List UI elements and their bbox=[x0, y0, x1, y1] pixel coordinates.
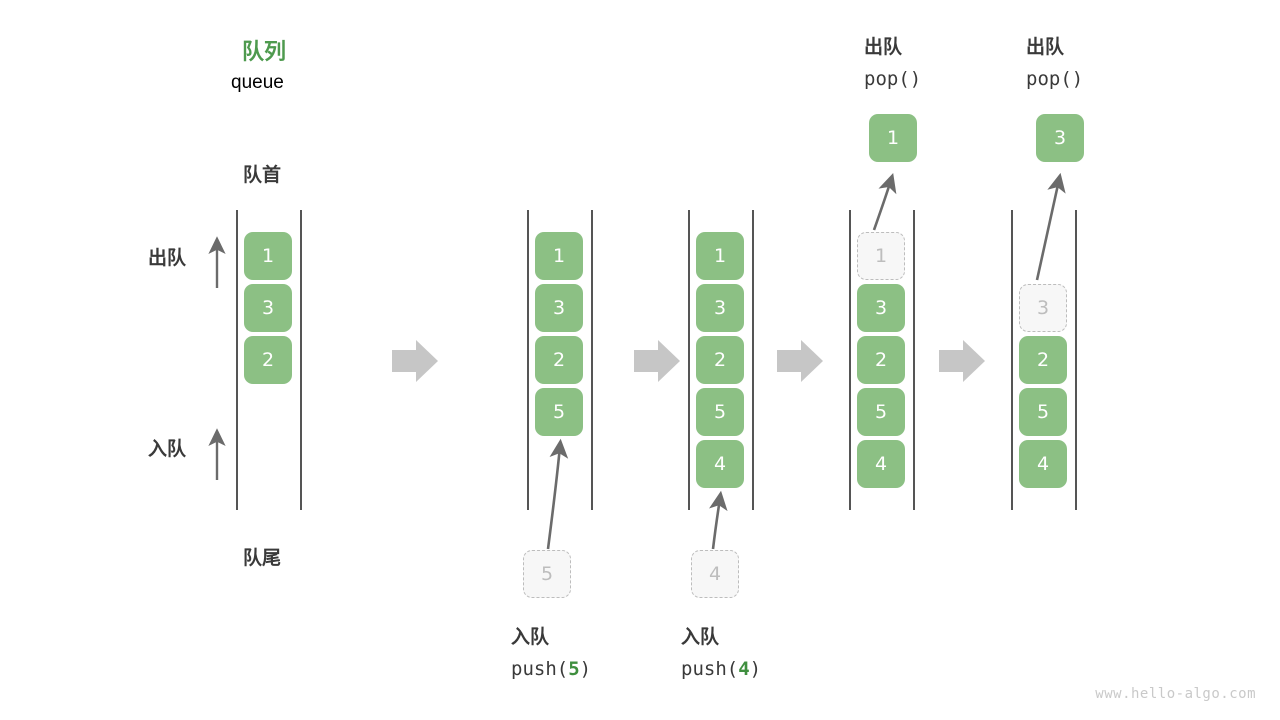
pop-header-cn-1: 出队 bbox=[864, 37, 903, 58]
transition-arrow-3 bbox=[777, 340, 823, 382]
cell-col2-0: 1 bbox=[535, 232, 583, 280]
push-caption-cn-2: 入队 bbox=[681, 627, 720, 648]
cell-col4-2: 2 bbox=[857, 336, 905, 384]
rail-left-col5 bbox=[1011, 210, 1013, 510]
push-code-suffix-1: ) bbox=[579, 658, 592, 680]
push-arg-2: 4 bbox=[738, 658, 750, 680]
cell-col3-1: 3 bbox=[696, 284, 744, 332]
rail-left-col2 bbox=[527, 210, 529, 510]
push-caption-code-1: push(5) bbox=[511, 658, 591, 680]
cell-col5-1: 3 bbox=[1019, 284, 1067, 332]
cell-col4-1: 3 bbox=[857, 284, 905, 332]
cell-col3-4: 4 bbox=[696, 440, 744, 488]
cell-col1-2: 2 bbox=[244, 336, 292, 384]
push-caption-code-2: push(4) bbox=[681, 658, 761, 680]
cell-col4-0: 1 bbox=[857, 232, 905, 280]
rail-left-col3 bbox=[688, 210, 690, 510]
enqueue-label: 入队 bbox=[148, 439, 187, 460]
cell-col2-1: 3 bbox=[535, 284, 583, 332]
cell-col4-4: 4 bbox=[857, 440, 905, 488]
front-label: 队首 bbox=[243, 165, 282, 186]
cell-col2-2: 2 bbox=[535, 336, 583, 384]
result-cell-pop-3: 3 bbox=[1036, 114, 1084, 162]
rear-label: 队尾 bbox=[243, 548, 282, 569]
pop-1-arrow bbox=[872, 173, 897, 231]
cell-col1-1: 3 bbox=[244, 284, 292, 332]
push-code-suffix-2: ) bbox=[749, 658, 762, 680]
rail-right-col4 bbox=[913, 210, 915, 510]
cell-col4-3: 5 bbox=[857, 388, 905, 436]
cell-col1-0: 1 bbox=[244, 232, 292, 280]
watermark: www.hello-algo.com bbox=[1095, 686, 1256, 702]
cell-col2-3: 5 bbox=[535, 388, 583, 436]
dequeue-label: 出队 bbox=[148, 248, 187, 269]
cell-col3-0: 1 bbox=[696, 232, 744, 280]
pop-header-code-2: pop() bbox=[1026, 68, 1084, 90]
cell-col5-2: 2 bbox=[1019, 336, 1067, 384]
rail-left-col1 bbox=[236, 210, 238, 510]
rail-right-col1 bbox=[300, 210, 302, 510]
result-cell-pop-1: 1 bbox=[869, 114, 917, 162]
rail-left-col4 bbox=[849, 210, 851, 510]
transition-arrow-4 bbox=[939, 340, 985, 382]
rail-right-col2 bbox=[591, 210, 593, 510]
cell-col3-3: 5 bbox=[696, 388, 744, 436]
pop-3-arrow bbox=[1035, 172, 1066, 281]
operand-cell-push-5: 5 bbox=[523, 550, 571, 598]
operand-cell-push-4: 4 bbox=[691, 550, 739, 598]
rail-right-col3 bbox=[752, 210, 754, 510]
diagram-title-en: queue bbox=[231, 72, 284, 93]
pop-header-cn-2: 出队 bbox=[1026, 37, 1065, 58]
push-code-prefix-2: push( bbox=[681, 658, 739, 680]
transition-arrow-2 bbox=[634, 340, 680, 382]
push-caption-cn-1: 入队 bbox=[511, 627, 550, 648]
transition-arrow-1 bbox=[392, 340, 438, 382]
push-arg-1: 5 bbox=[568, 658, 580, 680]
push-5-arrow bbox=[546, 438, 569, 550]
diagram-title-cn: 队列 bbox=[242, 39, 287, 64]
cell-col3-2: 2 bbox=[696, 336, 744, 384]
cell-col5-3: 5 bbox=[1019, 388, 1067, 436]
pop-header-code-1: pop() bbox=[864, 68, 922, 90]
push-code-prefix-1: push( bbox=[511, 658, 569, 680]
push-4-arrow bbox=[709, 490, 728, 550]
rail-right-col5 bbox=[1075, 210, 1077, 510]
cell-col5-4: 4 bbox=[1019, 440, 1067, 488]
